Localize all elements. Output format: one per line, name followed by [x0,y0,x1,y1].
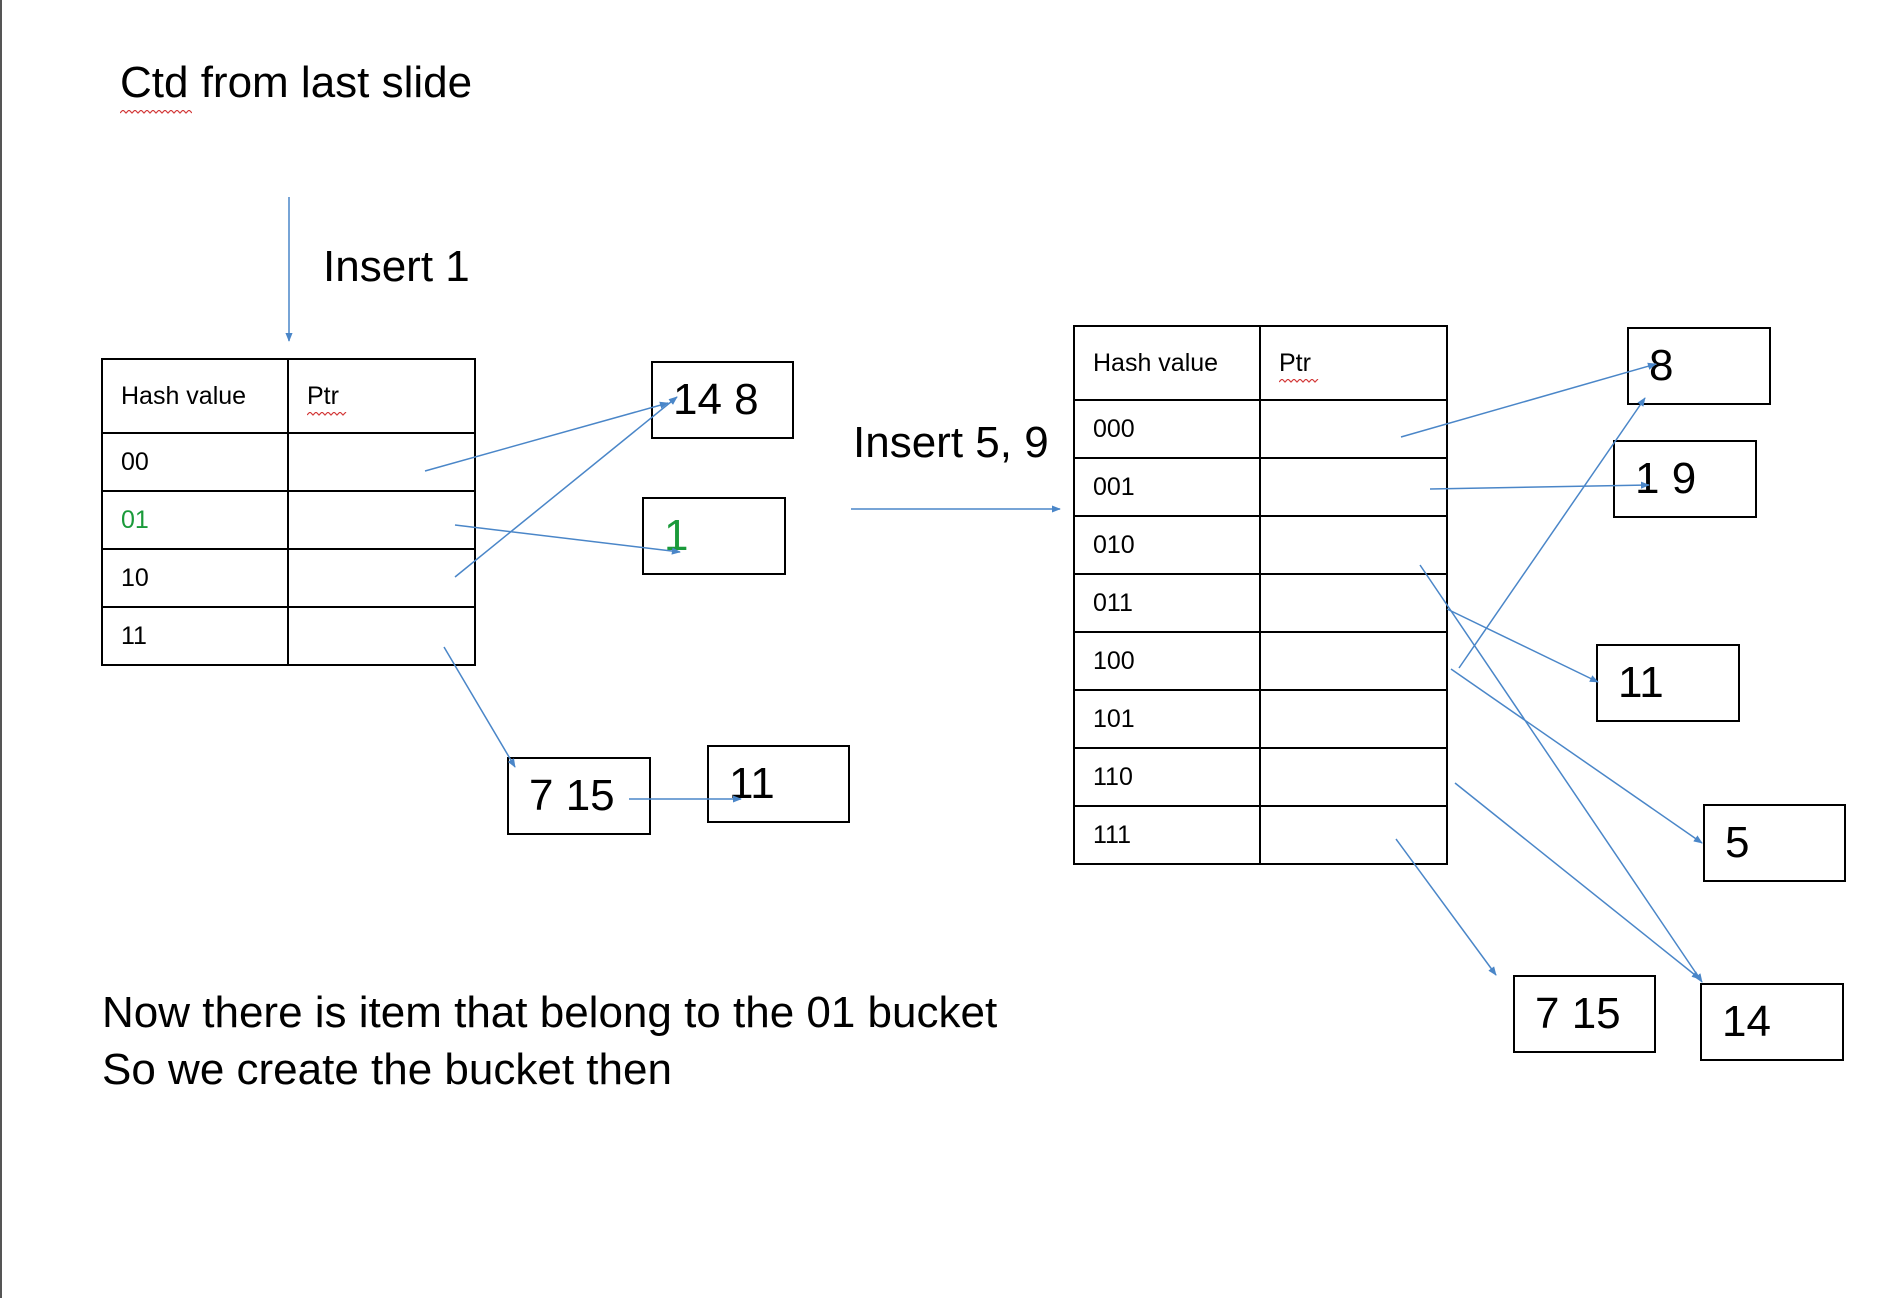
ptr-cell [1259,805,1448,865]
note-line-2: So we create the bucket then [102,1045,672,1094]
bucket-7-15: 7 15 [507,757,651,835]
ptr-cell [1259,689,1448,749]
table-row: 10 [101,548,476,608]
arrow-011-to-11 [1446,608,1599,683]
hash-cell: 010 [1073,515,1261,575]
ptr-cell [287,606,476,666]
arrow-111-to-7-15 [1395,838,1497,976]
arrow-001-to-1-9 [1429,481,1650,490]
explanation-note: Now there is item that belong to the 01 … [102,984,997,1098]
arrow-01-to-1 [454,524,681,555]
header-ptr: Ptr [287,358,476,434]
hash-table-right: Hash value Ptr 000 001 010 011 100 101 1… [1073,325,1448,865]
table-row: 100 [1073,631,1448,691]
header-hash-value: Hash value [101,358,289,434]
arrow-000-to-8 [1400,362,1657,438]
ptr-cell [1259,515,1448,575]
note-line-1: Now there is item that belong to the 01 … [102,988,998,1037]
table-row: 000 [1073,399,1448,459]
arrow-010-to-14 [1419,564,1703,983]
ptr-cell [287,548,476,608]
arrow-110-to-14 [1454,782,1701,980]
bucket-14-8: 14 8 [651,361,794,439]
arrow-11-to-7-15 [443,646,516,768]
bucket-5: 5 [1703,804,1846,882]
table-row: 101 [1073,689,1448,749]
bucket-1-9: 1 9 [1613,440,1757,518]
bucket-14: 14 [1700,983,1844,1061]
hash-cell: 001 [1073,457,1261,517]
hash-cell: 100 [1073,631,1261,691]
header-ptr: Ptr [1259,325,1448,401]
hash-cell: 00 [101,432,289,492]
table-row: 110 [1073,747,1448,807]
arrow-00-to-14-8 [424,401,669,472]
header-hash-value: Hash value [1073,325,1261,401]
hash-cell: 11 [101,606,289,666]
table-row: 11 [101,606,476,666]
hash-table-left: Hash value Ptr 00 01 10 11 [101,358,476,666]
table-row: 010 [1073,515,1448,575]
insert-1-label: Insert 1 [323,242,470,291]
table-row: 111 [1073,805,1448,865]
table-header-row: Hash value Ptr [1073,325,1448,401]
hash-cell: 10 [101,548,289,608]
arrow-101-to-5 [1450,668,1703,844]
spellcheck-squiggle [120,110,192,114]
table-header-row: Hash value Ptr [101,358,476,434]
bucket-7-15: 7 15 [1513,975,1656,1053]
ptr-cell [287,432,476,492]
bucket-11: 11 [1596,644,1740,722]
ptr-cell [287,490,476,550]
hash-cell: 101 [1073,689,1261,749]
hash-cell-highlighted: 01 [101,490,289,550]
hash-cell: 000 [1073,399,1261,459]
arrow-10-to-14-8 [454,396,678,578]
slide-title: Ctd from last slide [120,58,472,114]
hash-cell: 110 [1073,747,1261,807]
table-row: 01 [101,490,476,550]
ptr-cell [1259,399,1448,459]
ptr-cell [1259,747,1448,807]
insert-5-9-label: Insert 5, 9 [853,418,1049,467]
table-row: 00 [101,432,476,492]
spellcheck-squiggle [307,411,347,416]
ptr-cell [1259,457,1448,517]
table-row: 001 [1073,457,1448,517]
hash-cell: 011 [1073,573,1261,633]
page-edge [0,0,2,1298]
ptr-cell [1259,631,1448,691]
spellcheck-squiggle [1279,378,1319,383]
hash-cell: 111 [1073,805,1261,865]
arrow-100-to-8 [1458,397,1646,669]
